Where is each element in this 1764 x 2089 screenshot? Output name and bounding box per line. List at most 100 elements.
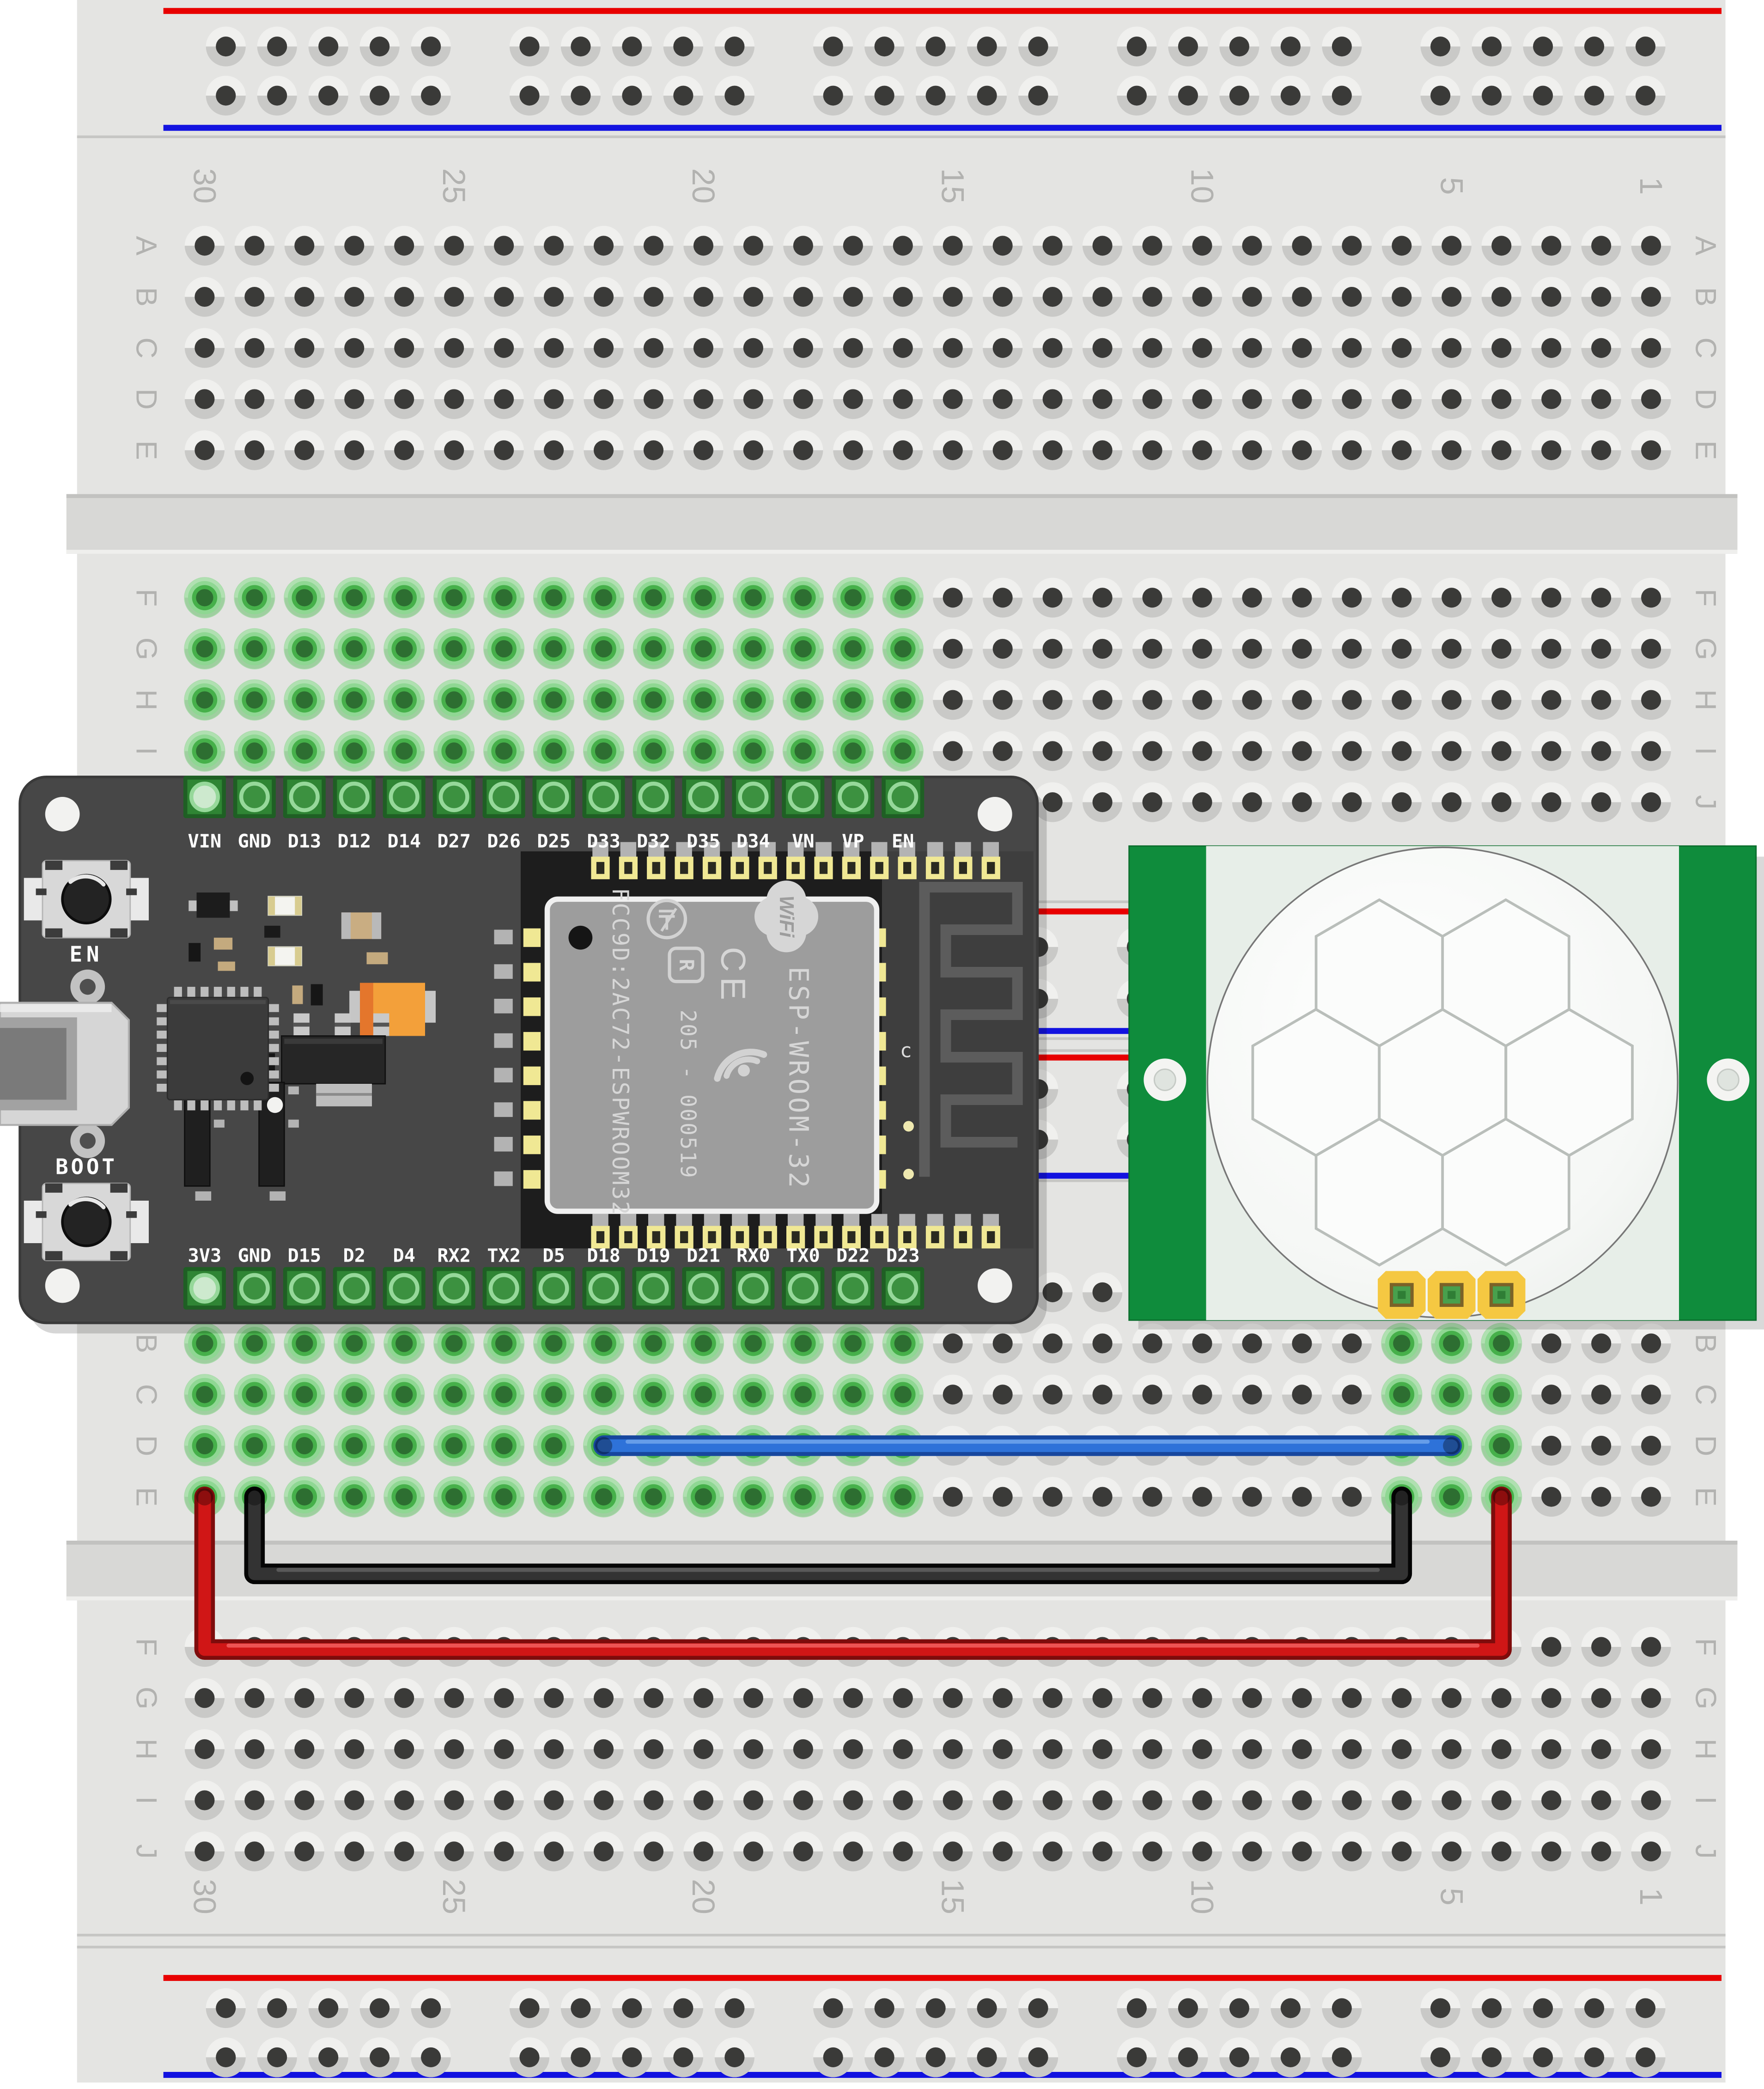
row-letter: J xyxy=(1690,1844,1722,1859)
breadboard-hole xyxy=(1581,328,1621,368)
esp32-pin-header[interactable] xyxy=(383,1267,426,1310)
breadboard-hole xyxy=(433,1323,475,1364)
breadboard-hole xyxy=(1033,277,1073,317)
solder-pad xyxy=(213,1119,225,1128)
esp32-pin-header[interactable] xyxy=(432,1267,475,1310)
pir-mounting-hole xyxy=(1707,1058,1750,1101)
esp32-board[interactable]: EN BOOT xyxy=(0,776,1047,1334)
esp32-pin-header[interactable] xyxy=(432,776,475,818)
button-tab xyxy=(128,878,149,921)
jumper-wire-red[interactable] xyxy=(194,1486,1512,1660)
breadboard-hole xyxy=(732,1323,774,1364)
esp32-pin-header[interactable] xyxy=(732,1267,775,1310)
pir-pin[interactable] xyxy=(1478,1271,1526,1319)
esp32-pin-header[interactable] xyxy=(832,1267,875,1310)
power-rail-hole xyxy=(813,2037,853,2077)
pir-pin[interactable] xyxy=(1428,1271,1476,1319)
esp32-pin-header[interactable] xyxy=(482,776,525,818)
module-name: ESP-WROOM-32 xyxy=(783,966,814,1190)
breadboard-hole xyxy=(682,730,724,772)
resistor xyxy=(218,961,235,971)
breadboard-hole xyxy=(1431,782,1472,822)
breadboard-hole xyxy=(1531,328,1571,368)
esp32-pin-header[interactable] xyxy=(732,776,775,818)
breadboard-hole xyxy=(733,1831,773,1871)
esp32-pin-label: D14 xyxy=(387,831,421,852)
breadboard-hole xyxy=(1232,782,1272,822)
breadboard-hole xyxy=(583,1374,625,1415)
esp32-pin-header[interactable] xyxy=(582,1267,625,1310)
breadboard-hole xyxy=(933,1477,973,1517)
breadboard-hole xyxy=(1531,577,1571,618)
esp32-pin-header[interactable] xyxy=(632,776,675,818)
esp32-pin-header[interactable] xyxy=(782,1267,825,1310)
pir-sensor[interactable] xyxy=(1128,845,1764,1330)
esp32-pin-header[interactable] xyxy=(532,776,575,818)
power-rail-hole xyxy=(663,2037,704,2077)
esp32-pin-header[interactable] xyxy=(383,776,426,818)
breadboard-hole xyxy=(633,1374,675,1415)
esp32-pin-header[interactable] xyxy=(333,776,376,818)
esp32-pin-header[interactable] xyxy=(682,776,725,818)
breadboard-hole xyxy=(1581,1729,1621,1769)
row-letter: E xyxy=(1690,1487,1722,1506)
esp32-pin-header[interactable] xyxy=(832,776,875,818)
power-rail-hole xyxy=(1018,75,1058,116)
breadboard-hole xyxy=(832,1323,874,1364)
esp32-pin-header[interactable] xyxy=(882,1267,925,1310)
breadboard-hole xyxy=(533,1476,575,1518)
breadboard-hole xyxy=(733,328,773,368)
breadboard-hole xyxy=(1182,1678,1223,1718)
breadboard-hole xyxy=(1182,782,1223,822)
esp32-pin-header[interactable] xyxy=(183,776,226,818)
boot-button[interactable] xyxy=(24,1183,149,1261)
breadboard-hole xyxy=(933,1374,973,1415)
power-rail-hole xyxy=(813,75,853,116)
jumper-wire-black[interactable] xyxy=(244,1486,1412,1585)
breadboard-hole xyxy=(434,379,474,419)
esp32-pin-header[interactable] xyxy=(233,776,276,818)
button-notch xyxy=(45,861,63,870)
breadboard-hole xyxy=(1332,577,1372,618)
en-button[interactable] xyxy=(24,860,149,939)
esp32-pin-header[interactable] xyxy=(283,776,326,818)
breadboard-hole xyxy=(234,1323,275,1364)
esp32-pin-header[interactable] xyxy=(782,776,825,818)
breadboard-hole xyxy=(1082,379,1123,419)
power-rail-hole xyxy=(1625,75,1666,116)
esp32-pin-header[interactable] xyxy=(582,776,625,818)
breadboard-hole xyxy=(184,1425,225,1466)
jumper-wire-blue[interactable] xyxy=(593,1435,1462,1456)
capacitor-terminal xyxy=(425,990,436,1023)
breadboard-hole xyxy=(433,1476,475,1518)
esp32-pin-header[interactable] xyxy=(682,1267,725,1310)
row-letter: G xyxy=(130,1687,162,1709)
breadboard-hole xyxy=(1282,577,1322,618)
power-rail-hole xyxy=(1420,1988,1460,2028)
breadboard-hole xyxy=(1182,328,1223,368)
breadboard-hole xyxy=(1531,1426,1571,1466)
breadboard-hole xyxy=(1182,680,1223,720)
breadboard-hole xyxy=(1282,430,1322,470)
esp32-pin-header[interactable] xyxy=(283,1267,326,1310)
pir-pin[interactable] xyxy=(1378,1271,1426,1319)
esp32-pin-header[interactable] xyxy=(183,1267,226,1310)
breadboard-hole xyxy=(782,679,824,721)
power-rail-hole xyxy=(1117,1988,1157,2028)
esp32-pin-label: D12 xyxy=(337,831,371,852)
breadboard-hole xyxy=(1132,1780,1173,1821)
breadboard-hole xyxy=(682,1323,724,1364)
breadboard-hole xyxy=(1282,680,1322,720)
esp32-pin-header[interactable] xyxy=(532,1267,575,1310)
esp32-pin-header[interactable] xyxy=(482,1267,525,1310)
esp32-pin-header[interactable] xyxy=(233,1267,276,1310)
breadboard-hole xyxy=(184,679,225,721)
power-rail-hole xyxy=(1117,2037,1157,2077)
breadboard-hole xyxy=(1232,328,1272,368)
esp32-pin-header[interactable] xyxy=(632,1267,675,1310)
breadboard-hole xyxy=(983,430,1023,470)
qfn-lead xyxy=(254,1098,262,1111)
power-rail-hole xyxy=(257,1988,297,2028)
esp32-pin-header[interactable] xyxy=(333,1267,376,1310)
esp32-pin-header[interactable] xyxy=(882,776,925,818)
